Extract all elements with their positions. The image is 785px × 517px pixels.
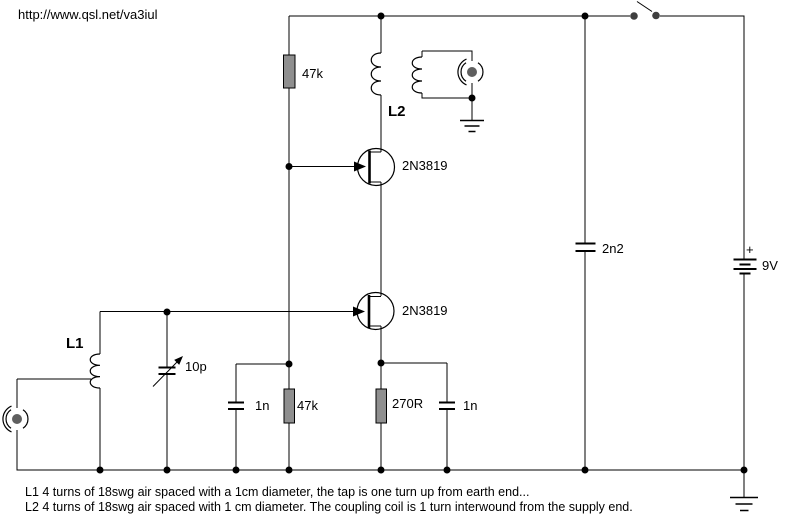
junction-dot: [377, 466, 385, 474]
wire-segments: [16, 15, 745, 497]
ground-icon-supply: [730, 496, 758, 512]
jfet-q1-stubs: [369, 151, 381, 183]
input-connector-icon: [2, 405, 29, 433]
inductor-l1-label: L1: [66, 335, 84, 352]
inductor-l1-coil: [89, 353, 101, 389]
junction-dot: [232, 466, 240, 474]
ground-icon-output: [460, 119, 484, 133]
jfet-q2-stubs: [369, 296, 381, 327]
resistor-r3-label: 270R: [392, 396, 424, 411]
source-url-text: http://www.qsl.net/va3iul: [18, 7, 158, 22]
resistor-r3-body: [375, 388, 387, 424]
resistor-r1-body: [283, 54, 296, 89]
jfet-q1: [354, 147, 396, 187]
junction-dot: [740, 466, 748, 474]
battery-icon: [733, 258, 757, 275]
junction-dot: [163, 308, 171, 316]
resistor-r2-label: 47k: [297, 398, 318, 413]
switch-contact-left: [630, 12, 638, 20]
switch-lever: [636, 1, 653, 12]
junction-dots: [96, 12, 748, 474]
note-l2: L2 4 turns of 18swg air spaced with 1 cm…: [25, 500, 633, 514]
junction-dot: [96, 466, 104, 474]
junction-dot: [581, 466, 589, 474]
power-switch: [630, 1, 660, 20]
capacitor-10p-plates: [158, 366, 176, 375]
junction-dot: [285, 360, 293, 368]
capacitor-c3-label: 2n2: [602, 241, 624, 256]
jfet-q1-gate-arrow-icon: [354, 161, 366, 172]
jfet-q2: [353, 291, 395, 331]
jfet-q1-label: 2N3819: [402, 158, 448, 173]
junction-dot: [377, 12, 385, 20]
junction-dot: [163, 466, 171, 474]
jfet-q2-gate-arrow-icon: [353, 306, 365, 317]
junction-dot: [443, 466, 451, 474]
capacitor-10p-arrow-shaft: [152, 359, 180, 387]
capacitor-c2-plates: [439, 401, 455, 410]
junction-dot: [285, 466, 293, 474]
junction-dot: [377, 359, 385, 367]
inductor-l2-label: L2: [388, 103, 406, 120]
resistor-r2-body: [283, 388, 295, 424]
battery-voltage-label: 9V: [762, 258, 778, 273]
junction-dot: [468, 94, 476, 102]
battery-short-plates: [739, 263, 751, 275]
capacitor-c1-plates: [228, 401, 244, 410]
capacitor-10p-label: 10p: [185, 359, 207, 374]
coupling-coil: [411, 56, 423, 94]
capacitor-c3-plates: [575, 242, 596, 252]
jfet-q2-label: 2N3819: [402, 303, 448, 318]
capacitor-10p-arrowhead-icon: [174, 356, 183, 365]
junction-dot: [285, 163, 293, 170]
note-l1: L1 4 turns of 18swg air spaced with a 1c…: [25, 485, 530, 499]
battery-long-plates: [733, 258, 757, 270]
variable-capacitor-10p: [152, 356, 183, 387]
battery-plus-label: +: [746, 242, 754, 257]
resistor-r1-label: 47k: [302, 66, 323, 81]
capacitor-c1-label: 1n: [255, 398, 270, 413]
capacitor-c2-label: 1n: [463, 398, 478, 413]
inductor-l2-coil: [370, 52, 382, 96]
output-connector-icon: [457, 58, 484, 86]
switch-contact-right: [652, 11, 660, 20]
junction-dot: [581, 12, 589, 20]
